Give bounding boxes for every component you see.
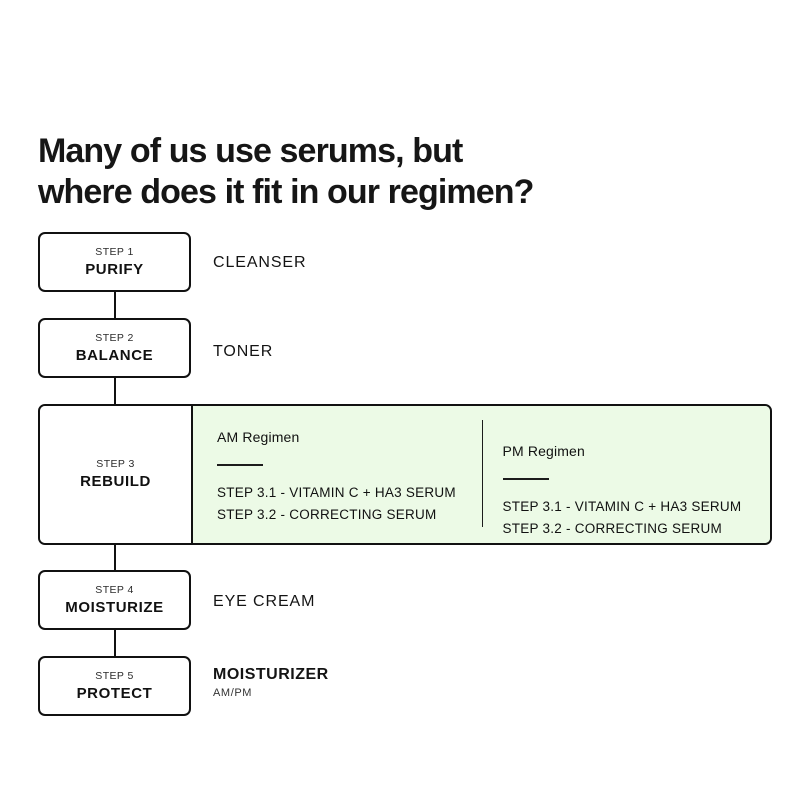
page-title-line-2: where does it fit in our regimen? — [38, 172, 534, 211]
regimen-divider-am — [217, 464, 263, 466]
regimen-heading-am: AM Regimen — [217, 429, 300, 445]
page-title-line-1: Many of us use serums, but — [38, 131, 463, 170]
step-number: STEP 4 — [95, 583, 134, 596]
step-box-protect[interactable]: STEP 5 PROTECT — [38, 656, 191, 716]
step-name: BALANCE — [75, 346, 154, 364]
regimen-column-pm: PM Regimen STEP 3.1 - VITAMIN C + HA3 SE… — [481, 420, 771, 536]
regimen-item: STEP 3.1 - VITAMIN C + HA3 SERUM — [217, 484, 456, 500]
step-number: STEP 5 — [95, 669, 134, 682]
product-label-cleanser: CLEANSER — [213, 253, 306, 273]
page-title: Many of us use serums, but where does it… — [38, 131, 738, 213]
regimen-panel: AM Regimen STEP 3.1 - VITAMIN C + HA3 SE… — [193, 406, 770, 543]
connector-step1-step2 — [114, 291, 116, 320]
step-box-purify[interactable]: STEP 1 PURIFY — [38, 232, 191, 292]
connector-step3-step4 — [114, 543, 116, 572]
step-number: STEP 2 — [95, 331, 134, 344]
step-box-moisturize[interactable]: STEP 4 MOISTURIZE — [38, 570, 191, 630]
product-label-text: EYE CREAM — [213, 593, 316, 610]
connector-step2-step3 — [114, 377, 116, 406]
step-box-rebuild[interactable]: STEP 3 REBUILD — [40, 406, 193, 543]
regimen-column-am: AM Regimen STEP 3.1 - VITAMIN C + HA3 SE… — [193, 406, 482, 543]
step-name: PURIFY — [85, 260, 144, 278]
step-name: MOISTURIZE — [65, 598, 164, 616]
product-label-toner: TONER — [213, 342, 273, 362]
regimen-item: STEP 3.2 - CORRECTING SERUM — [217, 506, 437, 522]
connector-step4-step5 — [114, 629, 116, 658]
product-label-text: CLEANSER — [213, 254, 307, 271]
regimen-divider-pm — [502, 478, 549, 480]
step-name: REBUILD — [80, 473, 151, 490]
step-number: STEP 1 — [95, 245, 134, 258]
step-box-balance[interactable]: STEP 2 BALANCE — [38, 318, 191, 378]
regimen-item: STEP 3.1 - VITAMIN C + HA3 SERUM — [502, 498, 742, 514]
step-number: STEP 3 — [96, 458, 135, 470]
product-label-eye-cream: EYE CREAM — [213, 592, 315, 612]
regimen-heading-pm: PM Regimen — [502, 443, 585, 459]
product-label-subtext: AM/PM — [213, 687, 253, 699]
product-label-moisturizer: MOISTURIZER AM/PM — [213, 665, 329, 700]
product-label-text: TONER — [213, 343, 274, 360]
regimen-item: STEP 3.2 - CORRECTING SERUM — [502, 520, 723, 536]
product-label-text: MOISTURIZER — [213, 666, 329, 683]
step3-regimen-row: STEP 3 REBUILD AM Regimen STEP 3.1 - VIT… — [38, 404, 772, 545]
step-name: PROTECT — [76, 684, 153, 702]
